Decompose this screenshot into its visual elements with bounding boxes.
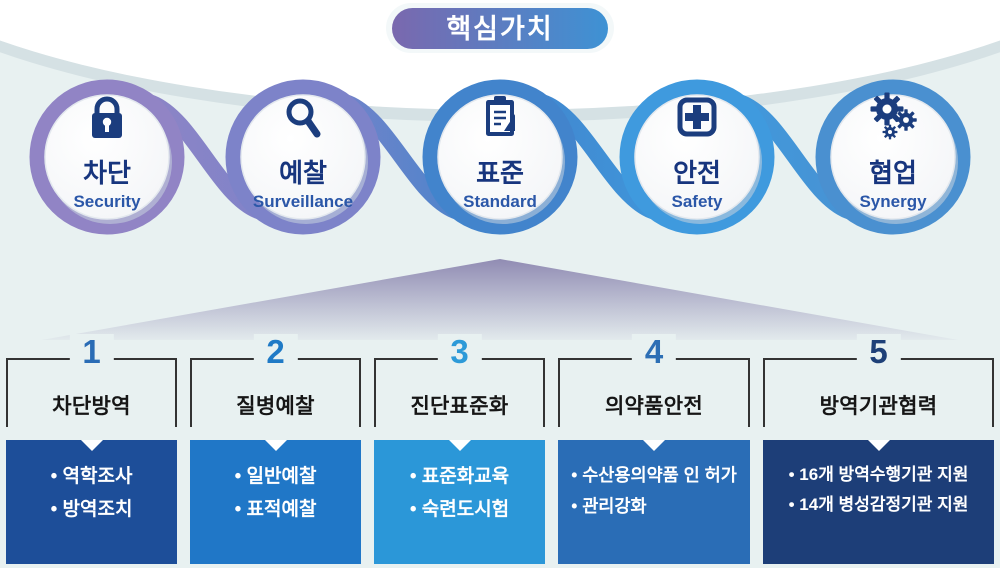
circle-label-kr: 안전: [673, 158, 721, 188]
circle-standard: 표준 Standard: [422, 79, 578, 235]
circle-label-en: Security: [73, 192, 141, 211]
column-box: 수산용의약품 인 허가 관리강화: [558, 440, 750, 564]
column-bracket: 4 의약품안전: [558, 333, 750, 427]
column-items: 일반예찰 표적예찰: [235, 460, 317, 527]
circle-label-en: Synergy: [859, 192, 927, 211]
column-items: 역학조사 방역조치: [51, 460, 133, 527]
circle-safety: 안전 Safety: [619, 79, 775, 235]
list-item: 숙련도시험: [410, 493, 509, 526]
column-bracket: 3 진단표준화: [374, 333, 545, 427]
column-title: 의약품안전: [604, 395, 704, 418]
column-box: 역학조사 방역조치: [6, 440, 177, 564]
circle-label-kr: 차단: [83, 158, 131, 188]
column-4: 4 의약품안전 수산용의약품 인 허가 관리강화: [558, 333, 750, 564]
list-item: 16개 방역수행기관 지원: [789, 460, 968, 490]
ring: [225, 79, 381, 235]
lock-icon: [92, 96, 122, 138]
list-item: 역학조사: [51, 460, 133, 493]
column-box: 16개 방역수행기관 지원 14개 병성감정기관 지원: [763, 440, 994, 564]
column-box: 일반예찰 표적예찰: [190, 440, 361, 564]
list-item: 일반예찰: [235, 460, 317, 493]
list-item: 14개 병성감정기관 지원: [789, 490, 968, 520]
column-title: 방역기관협력: [819, 395, 938, 418]
down-arrow-icon: [264, 440, 287, 451]
column-3: 3 진단표준화 표준화교육 숙련도시험: [374, 333, 545, 564]
circle-face: [44, 94, 170, 220]
circle-label-en: Safety: [671, 192, 723, 211]
column-items: 수산용의약품 인 허가 관리강화: [571, 460, 737, 521]
column-items: 표준화교육 숙련도시험: [410, 460, 509, 527]
ring: [815, 79, 971, 235]
column-bracket: 5 방역기관협력: [763, 333, 994, 427]
list-item: 관리강화: [571, 491, 737, 522]
circle-face: [437, 94, 563, 220]
column-box: 표준화교육 숙련도시험: [374, 440, 545, 564]
badge-pill: [392, 8, 608, 49]
list-item: 표적예찰: [235, 493, 317, 526]
list-item: 수산용의약품 인 허가: [571, 460, 737, 491]
list-item: 표준화교육: [410, 460, 509, 493]
first-aid-icon: [677, 97, 717, 137]
circle-face: [830, 94, 956, 220]
column-title: 진단표준화: [410, 395, 509, 418]
column-items: 16개 방역수행기관 지원 14개 병성감정기관 지원: [789, 460, 968, 520]
circle-surveillance: 예찰 Surveillance: [225, 79, 381, 235]
core-values-graphic: 차단 Security 예찰 Surveillance: [0, 0, 1000, 340]
swoosh: [0, 0, 1000, 110]
column-title: 질병예찰: [236, 395, 315, 418]
magnifier-icon: [286, 98, 321, 138]
down-arrow-icon: [643, 440, 665, 451]
column-title: 차단방역: [52, 395, 131, 418]
clipboard-icon: [486, 96, 515, 136]
circle-label-kr: 협업: [869, 158, 917, 188]
funnel-triangle: [41, 259, 959, 340]
value-circles: 차단 Security 예찰 Surveillance: [29, 79, 971, 235]
column-bracket: 2 질병예찰: [190, 333, 361, 427]
column-5: 5 방역기관협력 16개 방역수행기관 지원 14개 병성감정기관 지원: [763, 333, 994, 564]
title-badge: 핵심가치: [386, 3, 614, 53]
column-number: 2: [253, 333, 298, 371]
badge-label: 핵심가치: [446, 14, 553, 44]
column-2: 2 질병예찰 일반예찰 표적예찰: [190, 333, 361, 564]
ring: [29, 79, 185, 235]
circle-security: 차단 Security: [29, 79, 185, 235]
circle-label-en: Standard: [463, 192, 537, 211]
circle-label-en: Surveillance: [253, 192, 353, 211]
column-number: 5: [856, 333, 901, 371]
down-arrow-icon: [80, 440, 103, 451]
column-number: 3: [437, 333, 482, 371]
circle-label-kr: 표준: [476, 158, 524, 188]
column-number: 1: [69, 333, 114, 371]
column-bracket: 1 차단방역: [6, 333, 177, 427]
column-number: 4: [631, 333, 677, 371]
ring: [619, 79, 775, 235]
down-arrow-icon: [448, 440, 471, 451]
circle-label-kr: 예찰: [279, 158, 327, 188]
circle-face: [634, 94, 760, 220]
detail-columns: 1 차단방역 역학조사 방역조치 2 질병예찰 일반예찰 표적예찰: [0, 333, 1000, 564]
circle-face: [240, 94, 366, 220]
ring: [422, 79, 578, 235]
list-item: 방역조치: [51, 493, 133, 526]
column-1: 1 차단방역 역학조사 방역조치: [6, 333, 177, 564]
down-arrow-icon: [867, 440, 890, 451]
circle-synergy: 협업 Synergy: [815, 79, 971, 235]
